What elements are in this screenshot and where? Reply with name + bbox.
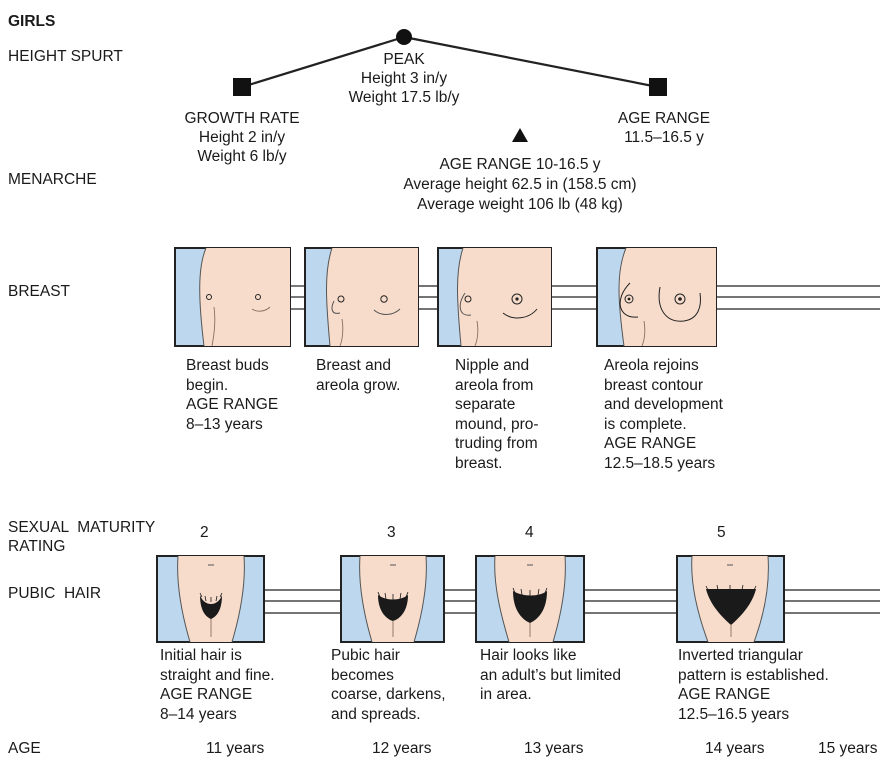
age-11-years: 11 years bbox=[206, 739, 264, 758]
breast-stage-4-illustration bbox=[437, 247, 552, 347]
maturity-rating-2: 2 bbox=[200, 523, 209, 542]
maturity-rating-5: 5 bbox=[717, 523, 726, 542]
breast-stage-2-illustration bbox=[174, 247, 291, 347]
age-15-years: 15 years bbox=[818, 739, 877, 758]
maturity-rating-3: 3 bbox=[387, 523, 396, 542]
maturity-rating-4: 4 bbox=[525, 523, 534, 542]
breast-stage-5-illustration bbox=[596, 247, 717, 347]
pubic-hair-stage-2-illustration bbox=[156, 555, 265, 643]
pubic-hair-stage-3-illustration bbox=[340, 555, 445, 643]
age-14-years: 14 years bbox=[705, 739, 764, 758]
breast-stage-3-illustration bbox=[304, 247, 419, 347]
age-13-years: 13 years bbox=[524, 739, 583, 758]
age-12-years: 12 years bbox=[372, 739, 431, 758]
pubic-hair-stage-4-illustration bbox=[475, 555, 585, 643]
pubic-hair-stage-5-illustration bbox=[676, 555, 785, 643]
